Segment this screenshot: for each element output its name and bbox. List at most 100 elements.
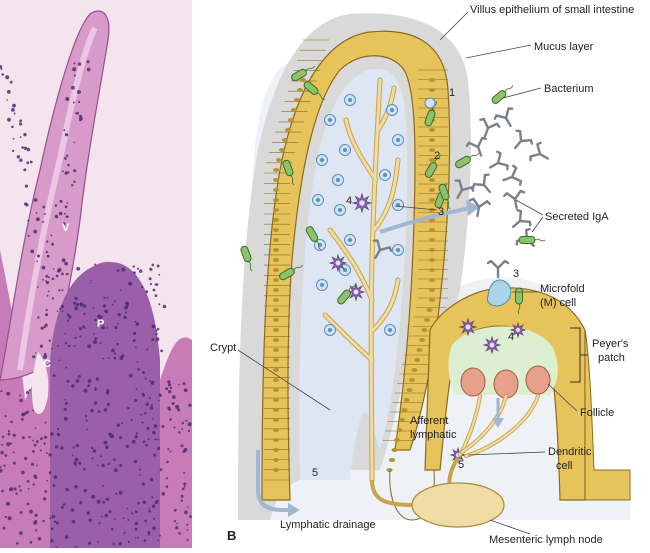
epithelial-nucleus: [391, 448, 398, 452]
dendritic-cell-nucleus: [335, 260, 341, 266]
label-bacterium: Bacterium: [544, 83, 594, 95]
epithelial-nucleus: [421, 328, 428, 332]
secreted-iga: [465, 136, 487, 157]
plasma-cell-nucleus: [343, 148, 347, 152]
leader-dendritic: [467, 451, 546, 456]
bacterium: [291, 65, 315, 82]
dendritic-cell-nucleus: [515, 327, 521, 333]
epithelial-nucleus: [429, 198, 435, 202]
epithelial-nucleus: [273, 368, 279, 372]
label-peyers-1: Peyer's: [592, 338, 629, 350]
lymph-vessel-lumen: [369, 78, 382, 482]
plasma-cell-nucleus: [388, 328, 392, 332]
plasma-cell-nucleus: [348, 238, 352, 242]
epithelial-nucleus: [294, 98, 300, 102]
epithelial-nucleus: [404, 398, 410, 402]
follicle: [493, 369, 519, 399]
epithelial-nucleus: [426, 308, 433, 312]
label-villus-epithelium: Villus epithelium of small intestine: [470, 4, 635, 16]
leader-crypt: [237, 349, 331, 411]
lymph-vessel-lumen: [371, 278, 400, 332]
epithelial-nucleus: [401, 408, 408, 412]
plasma-cell-nucleus: [338, 208, 342, 212]
epithelial-nucleus: [429, 138, 435, 142]
epithelial-nucleus: [273, 438, 279, 442]
lymph-vessel-lumen: [323, 313, 374, 362]
leader-mucus-layer: [465, 44, 532, 59]
epithelial-nucleus: [429, 78, 435, 82]
histo-label-crypt: C: [43, 358, 51, 370]
epithelial-nucleus: [273, 318, 279, 322]
label-lymphatic-drainage: Lymphatic drainage: [280, 519, 376, 531]
step-4-villus: 4: [346, 195, 353, 207]
plasma-cell-nucleus: [383, 173, 387, 177]
plasma-cell-nucleus: [390, 108, 394, 112]
secreted-iga: [471, 173, 491, 194]
dendritic-cell-nucleus: [353, 289, 359, 295]
epithelial-nucleus: [282, 138, 288, 142]
bacterium: [303, 81, 325, 100]
epithelial-nucleus: [273, 328, 279, 332]
peyers-down-arrowhead: [492, 418, 504, 428]
label-follicle: Follicle: [580, 407, 615, 419]
histo-label-peyers: P: [97, 318, 105, 330]
leader-follicle: [547, 383, 578, 412]
epithelial-nucleus: [429, 298, 435, 302]
label-peyers-2: patch: [598, 352, 625, 364]
label-mesenteric-node: Mesenteric lymph node: [489, 534, 603, 546]
step-1: 1: [449, 87, 456, 99]
label-mucus-layer: Mucus layer: [534, 41, 594, 53]
secreted-iga: [493, 107, 514, 127]
plasma-cell-nucleus: [320, 283, 324, 287]
epithelial-nucleus: [273, 218, 279, 222]
secreted-iga: [511, 208, 532, 228]
epithelial-nucleus: [273, 238, 279, 242]
follicle: [460, 367, 486, 397]
epithelial-nucleus: [273, 418, 279, 422]
leader-step-3: [394, 205, 438, 211]
plasma-cell-nucleus: [318, 243, 322, 247]
plasma-cell-nucleus: [336, 178, 340, 182]
epithelial-nucleus: [429, 248, 435, 252]
bacterium: [282, 159, 295, 186]
epithelial-nucleus: [416, 348, 423, 352]
label-afferent-1: Afferent: [410, 415, 449, 427]
plasma-cell-nucleus: [320, 158, 324, 162]
dendritic-cell-nucleus: [359, 200, 365, 206]
leader-villus-epithelium: [439, 11, 469, 41]
secreted-iga: [468, 197, 491, 218]
epithelial-nucleus: [273, 398, 279, 402]
epithelial-nucleus: [429, 278, 435, 282]
secreted-iga: [489, 150, 509, 171]
step-3-mcell: 3: [513, 268, 520, 280]
step-5-dendritic: 5: [458, 459, 465, 471]
epithelial-nucleus: [273, 348, 279, 352]
epithelial-nucleus: [273, 358, 279, 362]
epithelial-nucleus: [429, 268, 435, 272]
epithelial-nucleus: [429, 228, 435, 232]
epithelial-nucleus: [429, 238, 435, 242]
epithelial-nucleus: [406, 388, 413, 392]
epithelial-nucleus: [273, 388, 279, 392]
bacterium: [518, 236, 546, 244]
epithelial-nucleus: [419, 338, 425, 342]
plasma-cell-nucleus: [328, 328, 332, 332]
epithelial-nucleus: [273, 448, 279, 452]
epithelial-nucleus: [288, 118, 294, 122]
m-cell: [487, 279, 512, 307]
afferent-lymphatic-lumen: [464, 394, 540, 458]
epithelial-nucleus: [273, 248, 279, 252]
leader-bacterium: [502, 87, 542, 99]
bacterium: [455, 152, 479, 169]
epithelial-nucleus: [273, 408, 279, 412]
dendritic-cell-nucleus: [489, 342, 495, 348]
label-dendritic-1: Dendritic: [548, 446, 592, 458]
histology-micrograph: [0, 0, 192, 548]
epithelial-nucleus: [273, 178, 279, 182]
epithelial-nucleus: [273, 338, 279, 342]
epithelial-nucleus: [273, 298, 279, 302]
epithelial-nucleus: [424, 318, 430, 322]
epithelial-nucleus: [279, 148, 285, 152]
